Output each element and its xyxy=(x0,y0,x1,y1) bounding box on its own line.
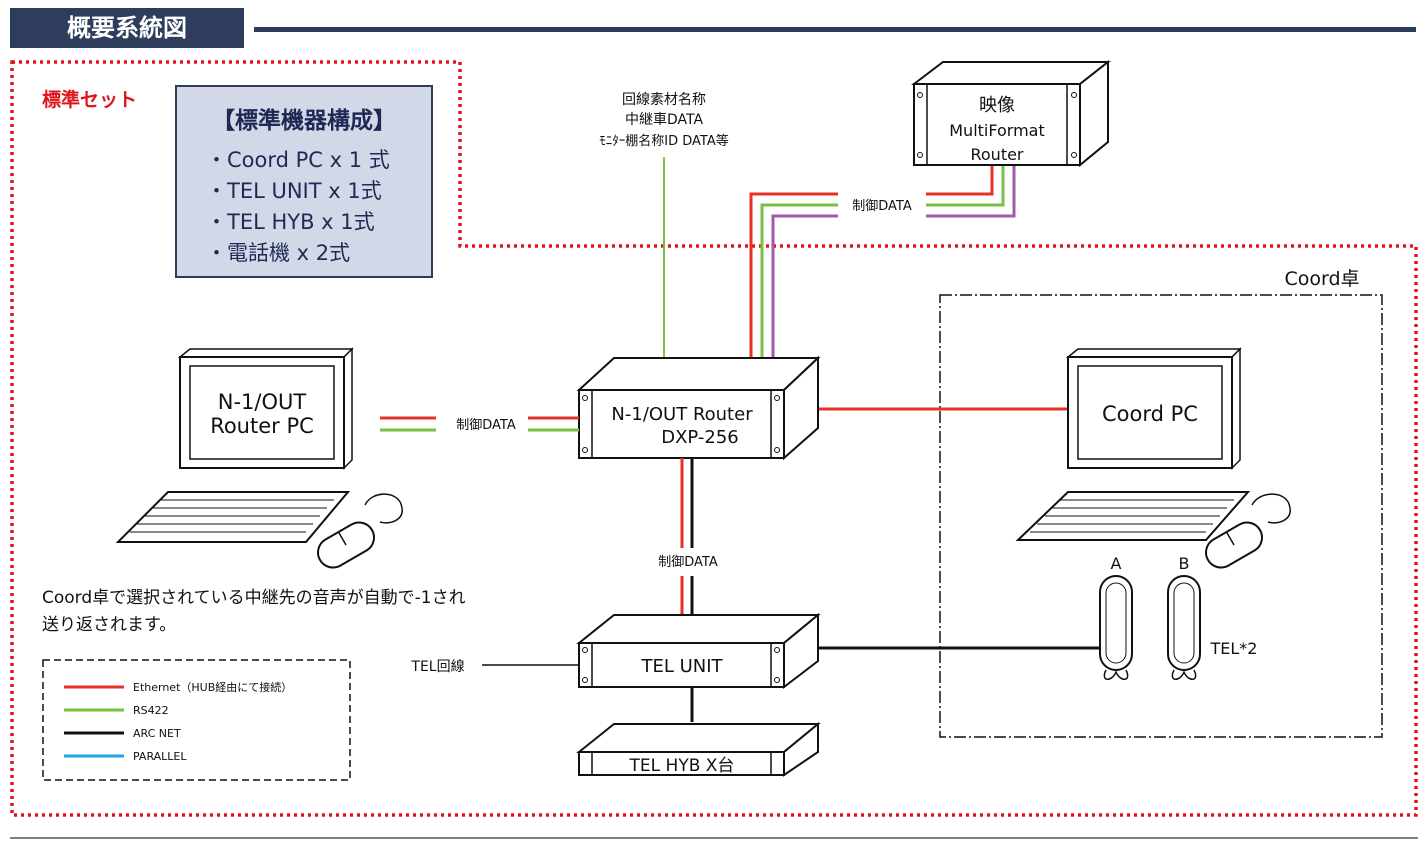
video-router: 映像 MultiFormat Router xyxy=(911,59,1111,168)
top-note-line1: 回線素材名称 xyxy=(622,92,706,108)
coord-area-label: Coord卓 xyxy=(1284,268,1359,290)
ethernet-line-video xyxy=(926,166,994,196)
legend-box xyxy=(42,659,351,781)
rs422-line-main xyxy=(760,203,838,358)
tel-unit: TEL UNIT xyxy=(576,612,821,690)
tel-unit-label: TEL UNIT xyxy=(640,656,723,677)
control-data-label-left: 制御DATA xyxy=(456,418,516,433)
phone-b-label: B xyxy=(1179,554,1190,573)
standard-set-outline xyxy=(10,60,1418,817)
phone-a-label: A xyxy=(1111,554,1122,573)
header-rule xyxy=(254,27,1416,32)
router-pc-line1: N-1/OUT xyxy=(218,390,307,414)
tel-line-label: TEL回線 xyxy=(410,659,464,675)
coord-pc: Coord PC xyxy=(1015,347,1291,569)
note-line2: 送り返されます。 xyxy=(42,615,176,635)
legend-parallel-label: PARALLEL xyxy=(133,750,187,763)
router-pc-line2: Router PC xyxy=(210,414,314,438)
config-item: ・Coord PC x 1 式 xyxy=(206,148,390,172)
coord-area xyxy=(939,294,1383,738)
header-bar xyxy=(10,8,244,48)
phone-a-icon xyxy=(1099,575,1133,680)
config-item: ・TEL UNIT x 1式 xyxy=(206,179,382,203)
config-box xyxy=(175,85,433,278)
control-data-label-bottom: 制御DATA xyxy=(658,555,718,570)
mouse-icon xyxy=(317,521,375,569)
video-router-line1: 映像 xyxy=(979,95,1015,116)
phone-b-icon xyxy=(1167,575,1201,680)
video-router-line2: MultiFormat xyxy=(949,121,1045,140)
legend-rs422-label: RS422 xyxy=(133,704,169,717)
main-router: N-1/OUT Router DXP-256 xyxy=(576,355,821,461)
rs422-line-video xyxy=(926,166,1005,207)
config-title: 【標準機器構成】 xyxy=(212,107,396,134)
purple-line-video xyxy=(926,166,1016,218)
phones-label: TEL*2 xyxy=(1210,639,1258,658)
router-pc: N-1/OUT Router PC xyxy=(115,347,403,569)
standard-set-label: 標準セット xyxy=(42,88,137,111)
config-item: ・TEL HYB x 1式 xyxy=(206,210,375,234)
coord-pc-label: Coord PC xyxy=(1102,402,1198,426)
ethernet-line-main xyxy=(749,192,838,358)
config-item: ・電話機 x 2式 xyxy=(206,241,350,265)
keyboard-icon xyxy=(115,491,351,543)
main-router-line1: N-1/OUT Router xyxy=(611,404,753,425)
note-line1: Coord卓で選択されている中継先の音声が自動で-1され xyxy=(42,588,466,608)
control-data-label-top: 制御DATA xyxy=(852,199,912,214)
top-note-line3: ﾓﾆﾀｰ棚名称ID DATA等 xyxy=(599,133,728,149)
purple-line-main xyxy=(771,214,838,358)
main-router-line2: DXP-256 xyxy=(661,427,739,448)
video-router-line3: Router xyxy=(970,145,1023,164)
legend-ethernet-label: Ethernet（HUB経由にて接続） xyxy=(133,680,292,694)
tel-hyb: TEL HYB X台 xyxy=(576,721,821,777)
page-title: 概要系統図 xyxy=(67,14,187,42)
top-note-line2: 中継車DATA xyxy=(625,111,703,128)
mouse-icon xyxy=(1205,521,1263,569)
legend-arcnet-label: ARC NET xyxy=(133,727,181,740)
tel-hyb-label: TEL HYB X台 xyxy=(629,756,735,776)
